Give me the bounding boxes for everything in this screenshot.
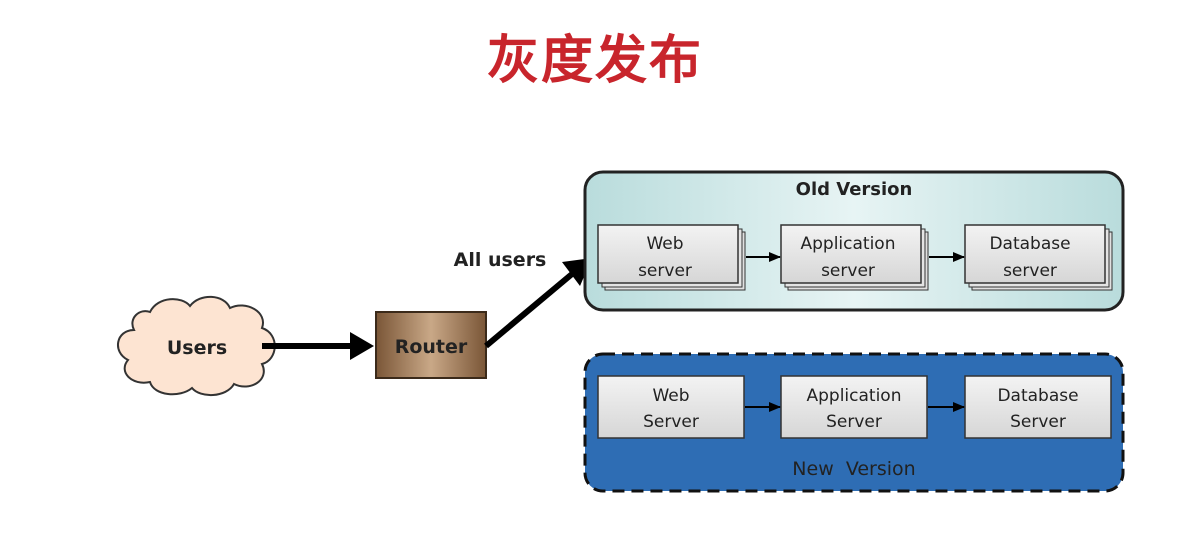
- new-version-panel: Web Server Application Server Database S…: [583, 352, 1125, 493]
- new-db-server-line1: Database: [997, 386, 1078, 406]
- new-db-server-line2: Server: [1010, 412, 1066, 432]
- new-app-server-line1: Application: [807, 386, 902, 406]
- new-app-server-node: Application Server: [780, 375, 928, 439]
- new-web-server-node: Web Server: [597, 375, 745, 439]
- old-web-server-line2: server: [638, 261, 692, 281]
- new-version-title: New Version: [792, 458, 915, 480]
- old-app-server-node: Application server: [780, 224, 929, 291]
- new-web-server-line2: Server: [643, 412, 699, 432]
- users-cloud-shape: [117, 295, 276, 396]
- page-title: 灰度发布: [486, 31, 703, 91]
- old-app-server-line2: server: [821, 261, 875, 281]
- users-label: Users: [167, 337, 227, 359]
- old-web-server-node: Web server: [597, 224, 746, 291]
- old-version-title: Old Version: [796, 179, 913, 200]
- old-db-server-line2: server: [1003, 261, 1057, 281]
- new-db-server-node: Database Server: [964, 375, 1112, 439]
- router-label: Router: [395, 336, 468, 358]
- users-to-router-arrow: [262, 332, 374, 360]
- users-cloud: Users: [117, 295, 276, 396]
- new-app-server-line2: Server: [826, 412, 882, 432]
- old-version-panel: Old Version Web server Application serve…: [583, 170, 1125, 312]
- old-db-server-node: Database server: [964, 224, 1113, 291]
- new-web-server-line1: Web: [652, 386, 689, 406]
- router-node: Router: [375, 311, 487, 379]
- router-to-old-arrow: [484, 258, 592, 349]
- old-web-server-line1: Web: [646, 234, 683, 254]
- old-db-server-line1: Database: [989, 234, 1070, 254]
- old-app-server-line1: Application: [801, 234, 896, 254]
- all-users-label: All users: [454, 249, 547, 271]
